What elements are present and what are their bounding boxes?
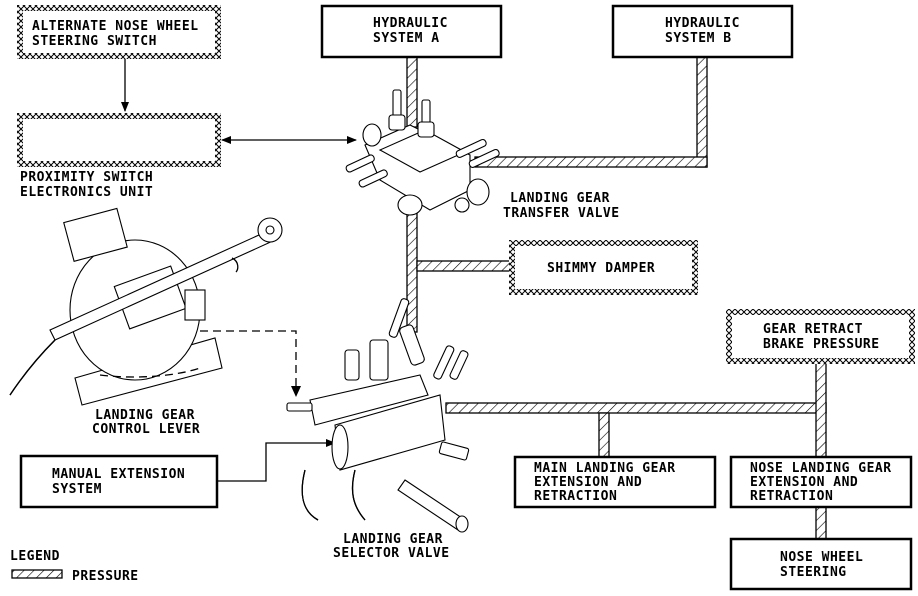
shimmy-damper-label: SHIMMY DAMPER: [547, 261, 655, 276]
proximity-switch-box: PROXIMITY SWITCH ELECTRONICS UNIT: [17, 113, 221, 200]
gear-retract-line2: BRAKE PRESSURE: [763, 337, 880, 352]
arrow-head-lever: [291, 386, 301, 397]
pipe-to-nose-steering: [815, 506, 827, 540]
line-manual-extension-to-selector: [217, 439, 336, 482]
nose-gear-line2: EXTENSION AND: [750, 475, 858, 490]
selector-valve-illustration: [286, 298, 470, 533]
selector-valve-line1: LANDING GEAR: [343, 532, 443, 547]
pipe-selector-out: [445, 402, 827, 414]
manual-extension-box: MANUAL EXTENSION SYSTEM: [19, 454, 219, 509]
control-lever-line1: LANDING GEAR: [95, 408, 195, 423]
transfer-valve-line2: TRANSFER VALVE: [503, 206, 620, 221]
main-landing-gear-box: MAIN LANDING GEAR EXTENSION AND RETRACTI…: [513, 455, 717, 509]
hyd-a-line2: SYSTEM A: [373, 31, 440, 46]
main-gear-line1: MAIN LANDING GEAR: [534, 461, 676, 476]
legend: LEGEND PRESSURE: [10, 549, 139, 584]
proximity-line2: ELECTRONICS UNIT: [20, 185, 153, 200]
transfer-valve-illustration: [345, 89, 500, 216]
pipe-transfer-to-selector: [406, 211, 418, 333]
hydraulic-system-b-box: HYDRAULIC SYSTEM B: [611, 4, 794, 59]
legend-pressure-label: PRESSURE: [72, 569, 139, 584]
manual-ext-line2: SYSTEM: [52, 482, 102, 497]
alt-switch-line2: STEERING SWITCH: [32, 34, 157, 49]
manual-ext-line1: MANUAL EXTENSION: [52, 467, 185, 482]
pipe-hyd-b-across: [474, 156, 708, 168]
legend-title: LEGEND: [10, 549, 60, 564]
nose-gear-line3: RETRACTION: [750, 489, 833, 504]
hydraulic-system-a-box: HYDRAULIC SYSTEM A: [320, 4, 503, 59]
shimmy-damper-box: SHIMMY DAMPER: [509, 240, 698, 295]
selector-valve-line2: SELECTOR VALVE: [333, 546, 450, 561]
control-lever-line2: CONTROL LEVER: [92, 422, 200, 437]
main-gear-line3: RETRACTION: [534, 489, 617, 504]
gear-retract-line1: GEAR RETRACT: [763, 322, 863, 337]
pipe-hyd-b-down: [696, 56, 708, 168]
pipe-to-shimmy-damper: [416, 260, 511, 272]
transfer-valve-line1: LANDING GEAR: [510, 191, 610, 206]
gear-retract-brake-box: GEAR RETRACT BRAKE PRESSURE: [726, 309, 915, 364]
hyd-b-line2: SYSTEM B: [665, 31, 732, 46]
nose-gear-line1: NOSE LANDING GEAR: [750, 461, 892, 476]
pipe-to-main-gear: [598, 412, 610, 459]
hyd-b-line1: HYDRAULIC: [665, 16, 740, 31]
alt-nose-switch-box: ALTERNATE NOSE WHEEL STEERING SWITCH: [17, 5, 221, 59]
pressure-lines: [406, 56, 827, 540]
legend-pressure-swatch: [11, 569, 63, 579]
nose-steering-line1: NOSE WHEEL: [780, 550, 863, 565]
pipe-to-nose-gear: [815, 361, 827, 459]
proximity-line1: PROXIMITY SWITCH: [20, 170, 153, 185]
nose-landing-gear-box: NOSE LANDING GEAR EXTENSION AND RETRACTI…: [729, 455, 913, 509]
alt-switch-line1: ALTERNATE NOSE WHEEL: [32, 19, 199, 34]
nose-steering-line2: STEERING: [780, 565, 847, 580]
main-gear-line2: EXTENSION AND: [534, 475, 642, 490]
nose-wheel-steering-box: NOSE WHEEL STEERING: [729, 537, 913, 591]
hyd-a-line1: HYDRAULIC: [373, 16, 448, 31]
control-lever-illustration: [9, 207, 283, 406]
dashed-link-lever-to-selector: [200, 330, 297, 393]
pipe-hyd-a-down: [406, 56, 418, 128]
